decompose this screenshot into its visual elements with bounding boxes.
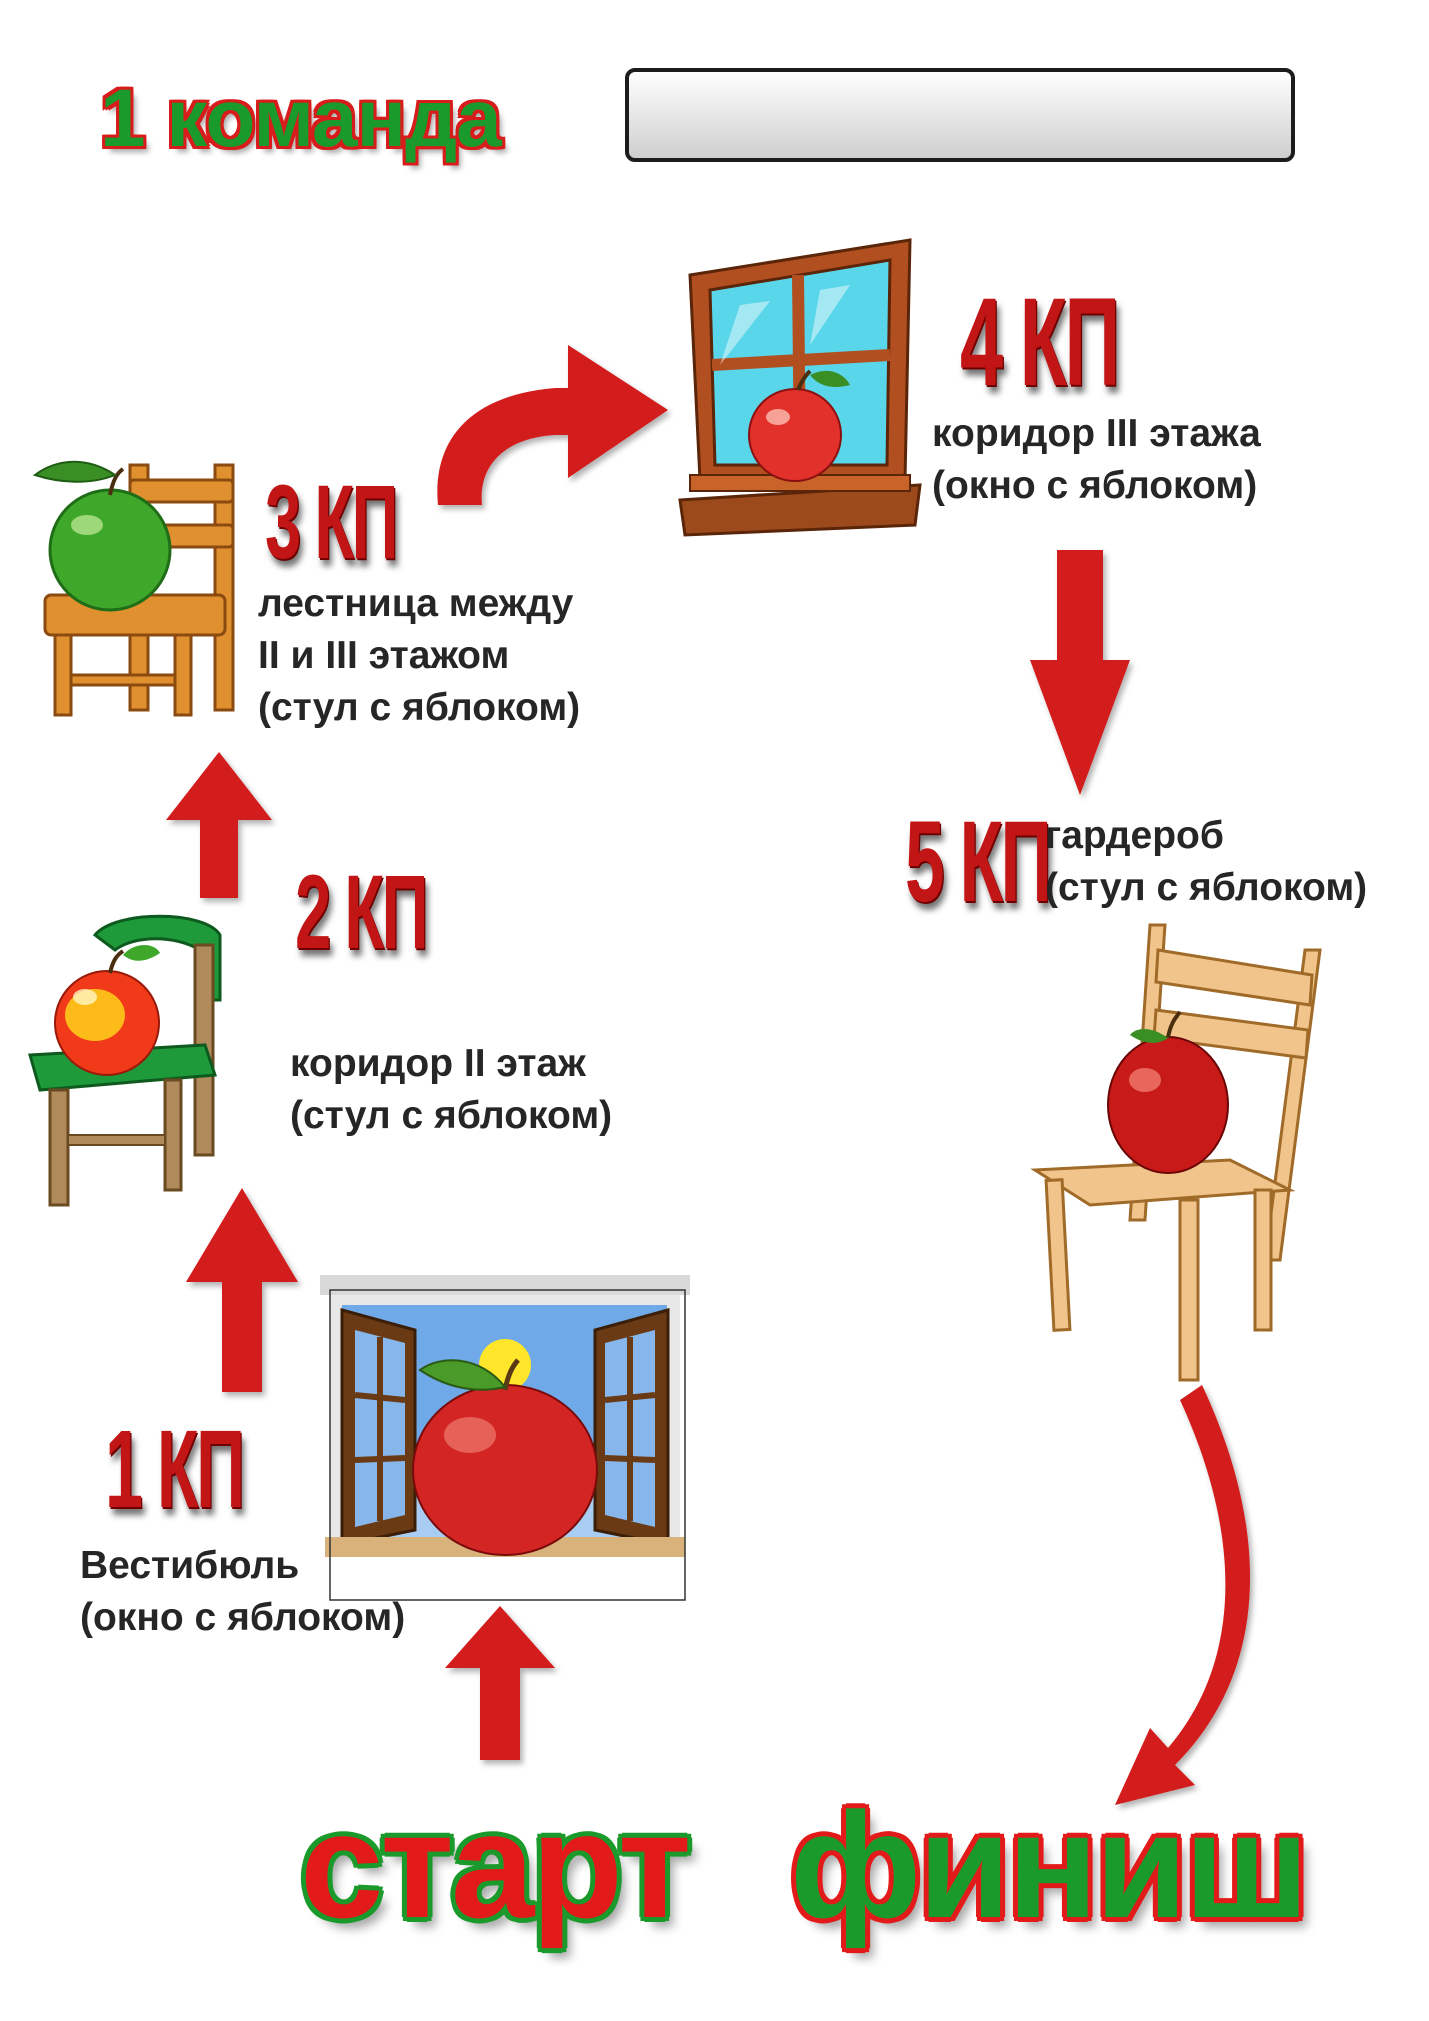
kp3-location-line2: II и III этажом	[258, 634, 510, 677]
team-name-field[interactable]	[625, 68, 1295, 162]
open-window-apple-icon	[320, 1275, 690, 1601]
arrow-kp3-to-kp4	[437, 345, 668, 505]
kp5-location: гардероб (стул с яблоком)	[1045, 810, 1367, 914]
kp3-location: лестница между II и III этажом (стул с я…	[258, 578, 580, 734]
kp3-location-line3: (стул с яблоком)	[258, 686, 581, 729]
team-title: 1 команда	[100, 73, 502, 164]
arrow-kp1-to-kp2	[186, 1188, 298, 1392]
start-label: старт	[300, 1781, 691, 1949]
chair-red-apple-icon	[28, 914, 222, 1207]
kp2-location-line1: коридор II этаж	[290, 1042, 586, 1085]
chair-wood-apple-icon	[1030, 923, 1322, 1382]
kp4-location: коридор III этажа (окно с яблоком)	[932, 408, 1261, 512]
arrow-start-to-kp1	[445, 1606, 555, 1760]
kp4-location-line1: коридор III этажа	[932, 412, 1261, 455]
kp1-location: Вестибюль (окно с яблоком)	[80, 1540, 405, 1644]
window-apple-icon	[678, 238, 922, 537]
finish-label: финиш	[790, 1781, 1309, 1949]
kp1-label: 1 КП	[105, 1408, 245, 1531]
kp2-location-line2: (стул с яблоком)	[290, 1094, 613, 1137]
kp4-label: 4 КП	[960, 273, 1120, 412]
kp3-label: 3 КП	[265, 464, 398, 581]
kp5-location-line1: гардероб	[1045, 814, 1224, 857]
kp1-location-line2: (окно с яблоком)	[80, 1596, 406, 1639]
arrow-kp5-to-finish	[1115, 1385, 1251, 1805]
kp4-location-line2: (окно с яблоком)	[932, 464, 1258, 507]
arrow-kp4-to-kp5	[1030, 550, 1130, 795]
arrow-kp2-to-kp3	[166, 752, 272, 898]
kp3-location-line1: лестница между	[258, 582, 574, 625]
chair-green-apple-icon	[32, 460, 235, 717]
kp5-location-line2: (стул с яблоком)	[1045, 866, 1368, 909]
kp5-label: 5 КП	[905, 798, 1052, 926]
kp2-location: коридор II этаж (стул с яблоком)	[290, 1038, 612, 1142]
kp2-label: 2 КП	[295, 854, 428, 971]
kp1-location-line1: Вестибюль	[80, 1544, 300, 1587]
